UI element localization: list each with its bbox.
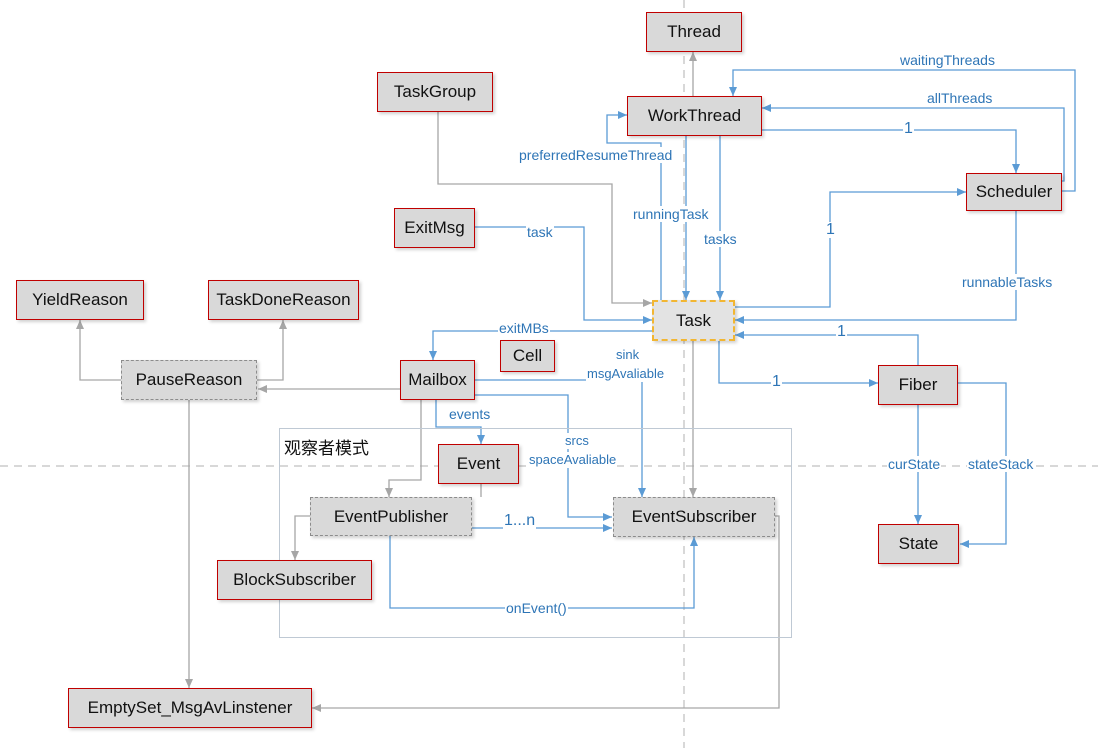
edge-events (435, 400, 485, 444)
node-work-thread[interactable]: WorkThread (627, 96, 762, 136)
edge-runnable-tasks (735, 211, 1017, 324)
edge-taskgroup-task (437, 112, 652, 307)
node-fiber[interactable]: Fiber (878, 365, 958, 405)
observer-pattern-group (279, 428, 792, 638)
observer-pattern-title: 观察者模式 (284, 439, 369, 459)
node-task-group[interactable]: TaskGroup (377, 72, 493, 112)
label-one-fiber-task: 1 (836, 323, 847, 340)
node-block-subscriber[interactable]: BlockSubscriber (217, 560, 372, 600)
edge-pausereason-yieldreason (76, 320, 123, 381)
label-state-stack: stateStack (967, 456, 1035, 472)
edge-eventsubscriber-emptyset (312, 515, 780, 712)
edge-eventpublisher-blocksubscriber (291, 515, 310, 560)
node-thread[interactable]: Thread (646, 12, 742, 52)
node-pause-reason[interactable]: PauseReason (121, 360, 257, 400)
node-yield-reason[interactable]: YieldReason (16, 280, 144, 320)
label-srcs: srcs (564, 433, 590, 449)
label-cur-state: curState (887, 456, 942, 472)
edge-waiting-threads (729, 69, 1076, 192)
label-waiting-threads: waitingThreads (899, 52, 996, 68)
edge-mailbox-eventpublisher (385, 400, 422, 497)
label-one-task-scheduler: 1 (825, 221, 836, 238)
label-exit-mbs: exitMBs (498, 320, 550, 336)
edge-preferred-resume-thread (606, 111, 662, 300)
edge-exit-mbs (429, 330, 652, 360)
node-task[interactable]: Task (652, 300, 735, 341)
label-one-workthread-scheduler: 1 (903, 120, 914, 137)
node-event-publisher[interactable]: EventPublisher (310, 497, 472, 536)
label-all-threads: allThreads (926, 90, 994, 106)
label-one-task-fiber: 1 (771, 373, 782, 390)
edge-pausereason-taskdonereason (257, 320, 287, 381)
node-mailbox[interactable]: Mailbox (400, 360, 475, 400)
label-running-task: runningTask (632, 206, 710, 222)
edge-workthread-scheduler (762, 129, 1020, 173)
node-event-subscriber[interactable]: EventSubscriber (613, 497, 775, 537)
node-event[interactable]: Event (438, 444, 519, 484)
label-runnable-tasks: runnableTasks (961, 274, 1054, 290)
label-preferred-resume-thread: preferredResumeThread (518, 147, 674, 163)
edge-task-scheduler (735, 188, 966, 308)
edge-exitmsg-task (475, 226, 652, 324)
label-task: task (526, 224, 554, 240)
label-msg-avaliable: msgAvaliable (586, 366, 666, 382)
label-sink: sink (615, 347, 641, 363)
label-space-avaliable: spaceAvaliable (528, 452, 618, 468)
label-one-to-n: 1...n (503, 512, 537, 529)
node-task-done-reason[interactable]: TaskDoneReason (208, 280, 359, 320)
node-scheduler[interactable]: Scheduler (966, 173, 1062, 211)
edge-fiber-task (735, 331, 919, 366)
label-on-event: onEvent() (505, 600, 568, 616)
node-cell[interactable]: Cell (500, 340, 555, 372)
label-events: events (448, 406, 492, 422)
edge-task-fiber (718, 341, 878, 387)
node-empty-set[interactable]: EmptySet_MsgAvLinstener (68, 688, 312, 728)
node-state[interactable]: State (878, 524, 959, 564)
label-tasks: tasks (703, 231, 738, 247)
node-exit-msg[interactable]: ExitMsg (394, 208, 475, 248)
edge-all-threads (762, 104, 1065, 182)
